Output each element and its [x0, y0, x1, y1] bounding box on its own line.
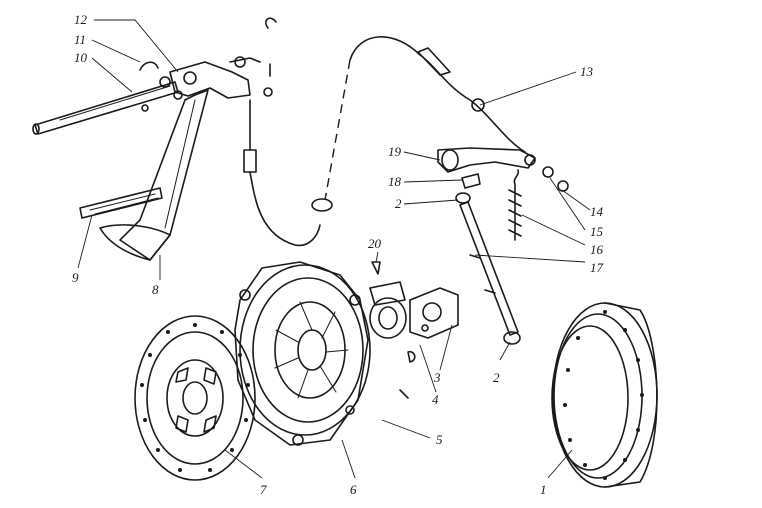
callout-2-top: 2 [395, 196, 402, 211]
callout-2-bottom: 2 [493, 370, 500, 385]
callout-20: 20 [368, 236, 382, 251]
callout-1: 1 [540, 482, 547, 497]
leader-lines [77, 19, 591, 479]
callout-18: 18 [388, 174, 402, 189]
fork-shaft [455, 192, 521, 345]
callout-5: 5 [436, 432, 443, 447]
callout-9: 9 [72, 270, 79, 285]
clutch-pedal-lever [99, 89, 209, 261]
pedal-pad [79, 187, 163, 219]
release-bearing [369, 261, 459, 399]
callout-3: 3 [433, 370, 441, 385]
callout-15: 15 [590, 224, 604, 239]
pedal-shaft [32, 81, 179, 135]
callout-8: 8 [152, 282, 159, 297]
pressure-plate [234, 261, 371, 446]
callout-7: 7 [260, 482, 267, 497]
callout-16: 16 [590, 242, 604, 257]
callout-4: 4 [432, 392, 439, 407]
clutch-disc [134, 315, 256, 481]
callout-14: 14 [590, 204, 604, 219]
callout-10: 10 [74, 50, 88, 65]
callout-17: 17 [590, 260, 604, 275]
callout-11: 11 [74, 32, 86, 47]
callout-13: 13 [580, 64, 594, 79]
clutch-cable [243, 36, 526, 247]
callout-12: 12 [74, 12, 88, 27]
callout-6: 6 [350, 482, 357, 497]
pedal-bracket [139, 17, 277, 112]
flywheel-ring [551, 302, 658, 488]
callout-19: 19 [388, 144, 402, 159]
